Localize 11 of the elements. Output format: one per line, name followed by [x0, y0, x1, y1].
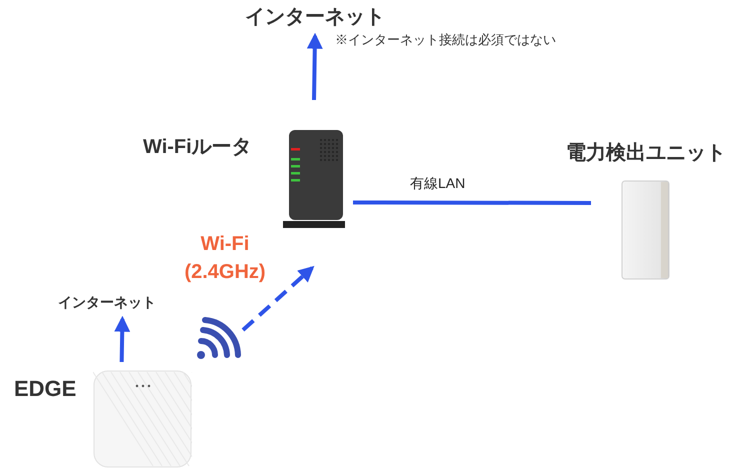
edge-label: Wi-Fi (2.4GHz): [183, 232, 267, 285]
arrow: [114, 316, 130, 362]
edge-label: 有線LAN: [410, 174, 466, 193]
note-text: ※インターネット接続は必須ではない: [335, 31, 556, 49]
device-label: Wi-Fiルータ: [143, 135, 252, 160]
device-label: インターネット: [245, 5, 385, 30]
arrow: [306, 32, 323, 100]
device-label: インターネット: [57, 293, 157, 312]
arrow: [242, 266, 314, 332]
device-label: EDGE: [14, 375, 76, 403]
device-label: 電力検出ユニット: [565, 141, 727, 166]
